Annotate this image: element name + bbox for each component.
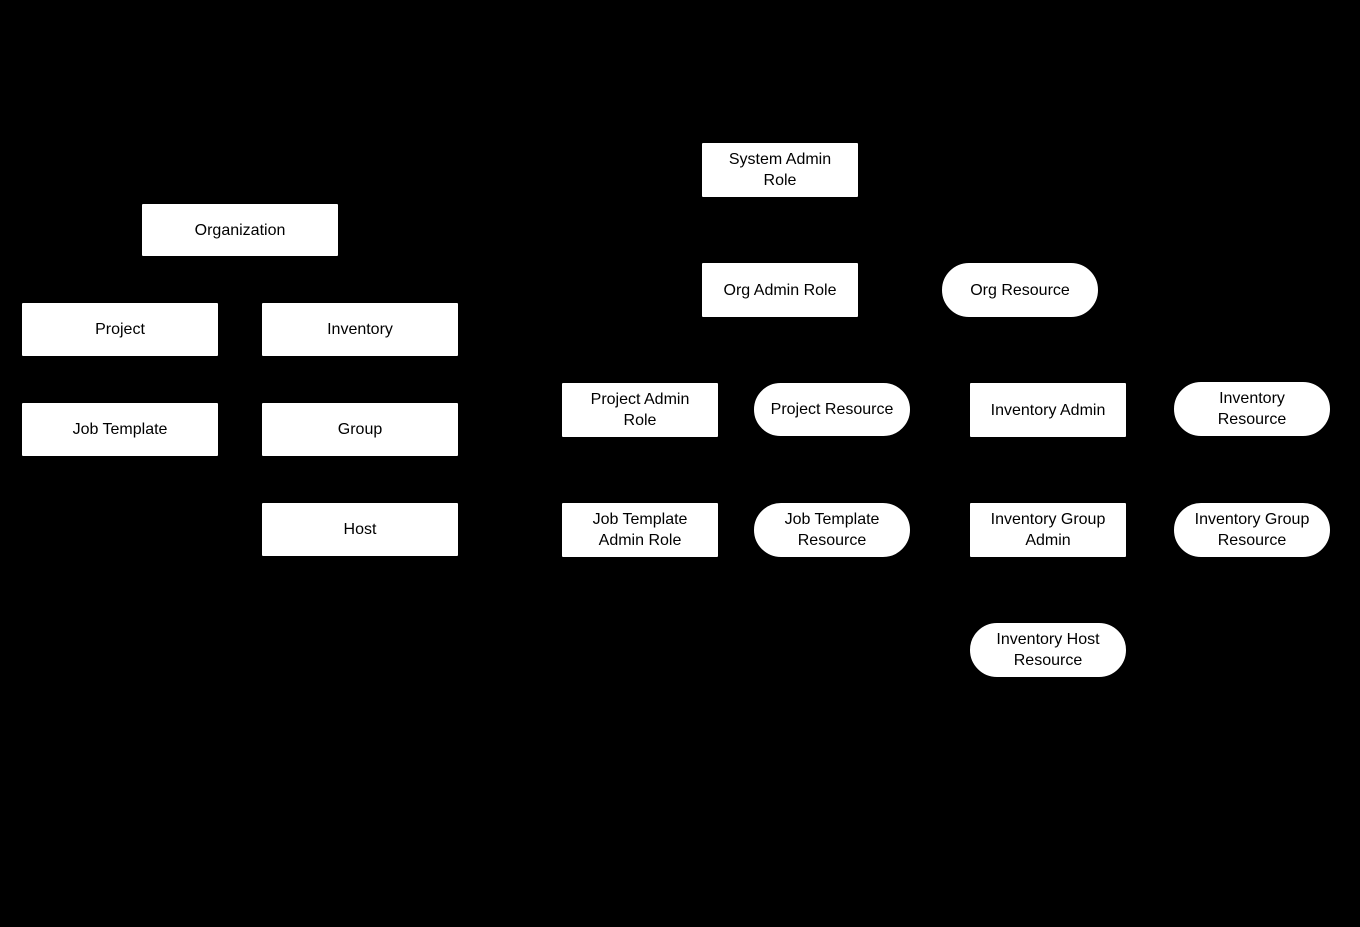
node-project-admin-role: Project Admin Role [561,382,719,438]
node-group: Group [261,402,459,457]
node-inventory-resource: Inventory Resource [1173,381,1331,437]
node-organization: Organization [141,203,339,257]
node-inventory: Inventory [261,302,459,357]
node-org-admin-role: Org Admin Role [701,262,859,318]
node-job-template-resource: Job Template Resource [753,502,911,558]
node-inventory-admin: Inventory Admin [969,382,1127,438]
node-inventory-group-admin: Inventory Group Admin [969,502,1127,558]
node-inventory-group-resource: Inventory Group Resource [1173,502,1331,558]
node-job-template-admin-role: Job Template Admin Role [561,502,719,558]
node-job-template: Job Template [21,402,219,457]
node-system-admin-role: System Admin Role [701,142,859,198]
node-host: Host [261,502,459,557]
node-project: Project [21,302,219,357]
node-inventory-host-resource: Inventory Host Resource [969,622,1127,678]
node-org-resource: Org Resource [941,262,1099,318]
node-project-resource: Project Resource [753,382,911,437]
